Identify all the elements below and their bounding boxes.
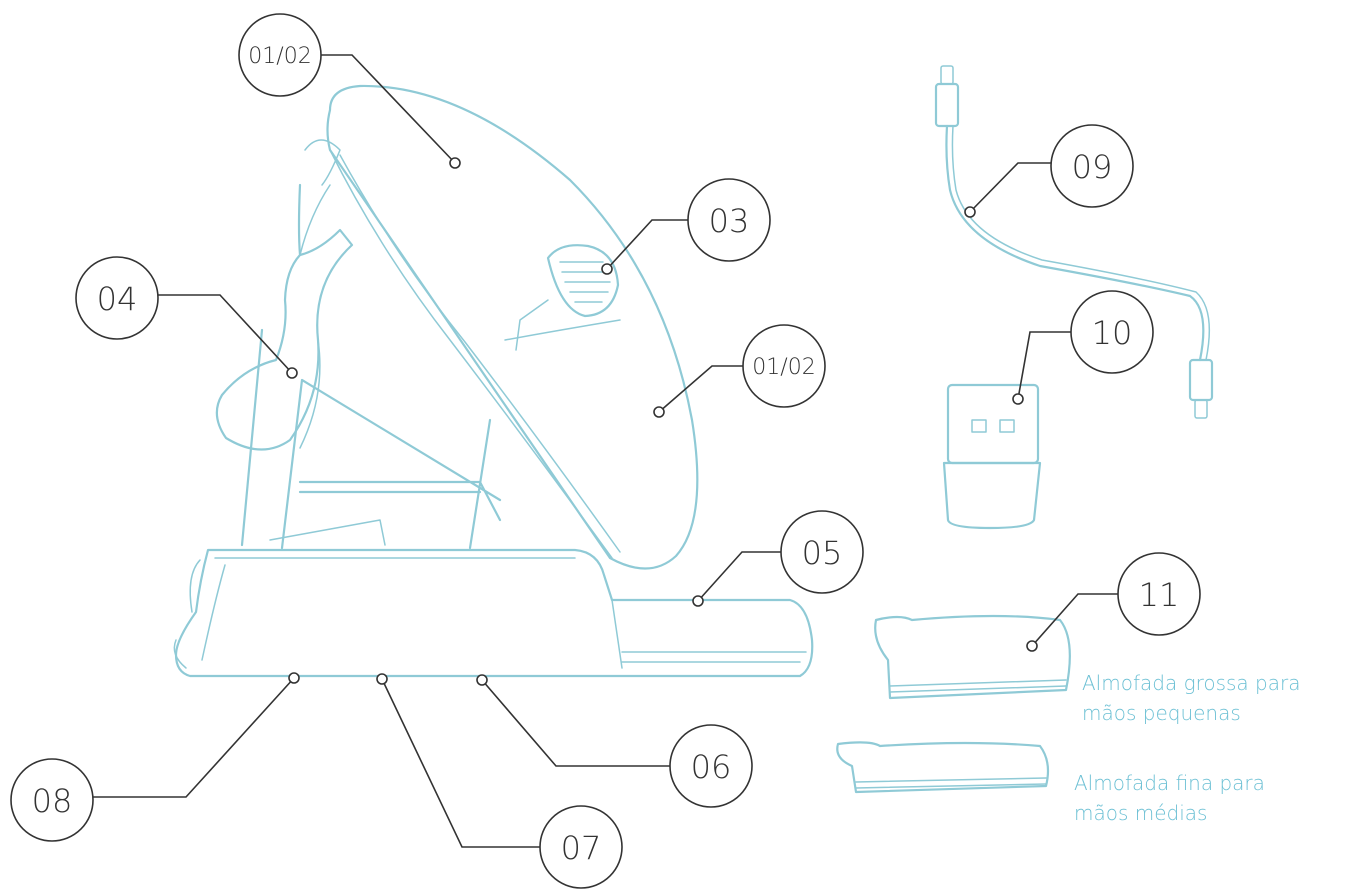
callout-label: 05 — [802, 534, 843, 572]
callout-06: 06 — [476, 674, 753, 808]
callout-label: 03 — [709, 202, 750, 240]
thumb-support — [215, 183, 354, 451]
caption-line: Almofada grossa para — [1082, 671, 1301, 695]
callout-10: 10 — [1012, 290, 1154, 405]
usb-cable — [945, 124, 1205, 362]
callout-07: 07 — [376, 673, 623, 889]
thin-pad-drawing — [836, 741, 1050, 794]
callout-label: 08 — [32, 782, 73, 820]
usb-cable-drawing — [934, 65, 1214, 419]
callout-label: 04 — [97, 280, 138, 318]
mouse-base — [174, 548, 814, 678]
callout-label: 06 — [691, 748, 732, 786]
callout-05: 05 — [692, 510, 864, 607]
callout-label: 09 — [1072, 148, 1113, 186]
thin-pad-caption: Almofada fina para mãos médias — [1074, 768, 1265, 828]
callout-label: 01/02 — [752, 355, 815, 380]
mouse-stand — [240, 328, 502, 550]
callout-11: 11 — [1026, 552, 1201, 652]
caption-line: mãos pequenas — [1082, 701, 1241, 725]
caption-line: Almofada fina para — [1074, 771, 1265, 795]
mouse-shell — [326, 84, 699, 570]
thick-pad-drawing — [874, 614, 1071, 700]
callout-01-02-top: 01/02 — [238, 13, 461, 169]
vertical-mouse-drawing — [173, 84, 814, 678]
callout-04: 04 — [75, 256, 298, 379]
callout-01-02-right: 01/02 — [653, 324, 826, 418]
callout-label: 11 — [1139, 576, 1180, 614]
caption-line: mãos médias — [1074, 801, 1208, 825]
scroll-wheel — [546, 244, 620, 318]
callout-label: 07 — [561, 829, 602, 867]
callout-09: 09 — [964, 124, 1134, 218]
callout-03: 03 — [601, 178, 771, 275]
usb-adapter-drawing — [942, 383, 1042, 530]
callout-08: 08 — [10, 672, 300, 842]
thick-pad-caption: Almofada grossa para mãos pequenas — [1082, 668, 1300, 728]
callout-label: 01/02 — [248, 44, 311, 69]
callout-label: 10 — [1092, 314, 1133, 352]
